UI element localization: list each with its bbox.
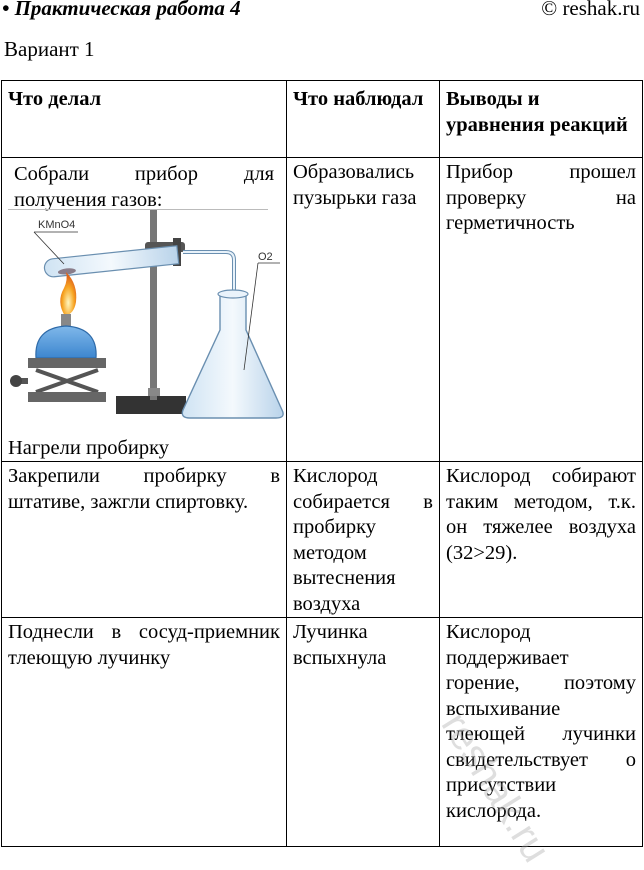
reagent-label: KMnO4 — [38, 219, 75, 231]
cell-conclusion: Прибор прошел проверку на герметичность — [439, 157, 643, 462]
cell-conclusion: Кислород собирают таким методом, т.к. он… — [439, 461, 643, 618]
flame — [60, 272, 77, 316]
table-header-row: Что делал Что наблюдал Выводы и уравнени… — [1, 80, 643, 158]
stand-rod — [150, 210, 157, 400]
table-row: Собрали прибор для получения газов: — [1, 157, 643, 462]
brand-label: © reshak.ru — [541, 0, 640, 20]
alcohol-burner — [35, 325, 97, 359]
table-row: Закрепили пробирку в штативе, зажгли спи… — [1, 461, 643, 618]
test-tube — [43, 245, 180, 278]
column-header-observed: Что наблюдал — [286, 80, 440, 158]
cell-did: Поднесли в сосуд-приемник тлеющую лучинк… — [1, 617, 287, 847]
cell-observed: Образовались пузырьки газа — [286, 157, 440, 462]
cell-conclusion: Кислород поддерживает горение, поэтому в… — [439, 617, 643, 847]
table-row: Поднесли в сосуд-приемник тлеющую лучинк… — [1, 617, 643, 847]
column-header-did: Что делал — [1, 80, 287, 158]
cell-did-text: Собрали прибор для получения газов: — [14, 163, 274, 211]
stand-base — [116, 396, 186, 414]
cell-observed: Кислород собирается в пробирку методом в… — [286, 461, 440, 618]
lab-jack — [28, 358, 106, 368]
cell-did: Собрали прибор для получения газов: — [1, 157, 287, 462]
gas-apparatus-diagram: O2 KMnO4 — [10, 210, 284, 419]
column-header-conclusion: Выводы и уравнения реакций — [439, 80, 643, 158]
cell-did: Закрепили пробирку в штативе, зажгли спи… — [1, 461, 287, 618]
divider — [8, 209, 268, 210]
cell-observed: Лучинка вспыхнула — [286, 617, 440, 847]
receiver-flask — [181, 293, 284, 419]
cell-did-extra: Нагрели пробирку — [8, 437, 170, 459]
work-table: Что делал Что наблюдал Выводы и уравнени… — [1, 80, 643, 847]
variant-label: Вариант 1 — [4, 37, 95, 61]
gas-label: O2 — [258, 251, 273, 263]
page-title: • Практическая работа 4 — [2, 0, 241, 20]
